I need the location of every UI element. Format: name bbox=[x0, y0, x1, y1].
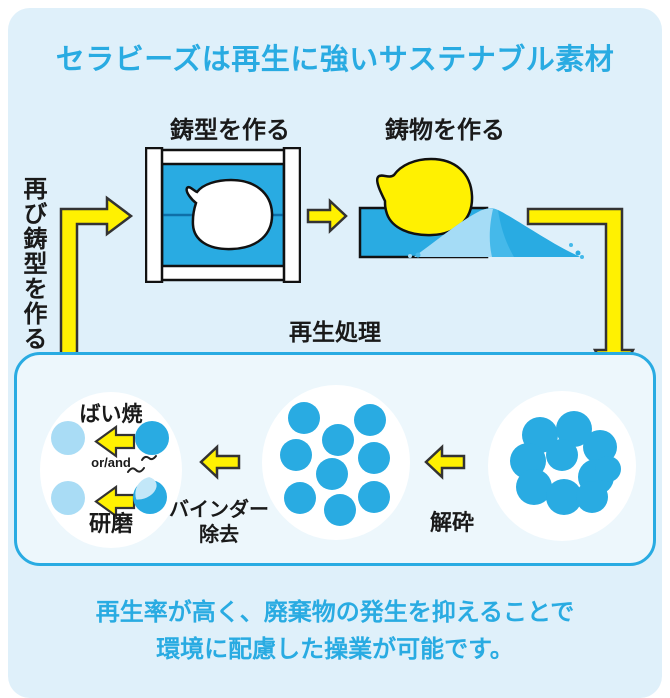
used-bead-icon bbox=[135, 421, 169, 455]
roast-polish-circle bbox=[40, 392, 182, 548]
arrow-left-icon bbox=[424, 444, 466, 480]
sand-pile-icon bbox=[408, 208, 584, 259]
label-roast: ばい焼 bbox=[79, 403, 143, 426]
arrow-left-icon bbox=[199, 444, 241, 480]
label-make-casting: 鋳物を作る bbox=[385, 117, 505, 144]
bead-cluster-icon bbox=[510, 411, 621, 515]
label-polish: 研磨 bbox=[88, 511, 133, 536]
page-title: セラビーズは再生に強いサステナブル素材 bbox=[55, 44, 615, 76]
kettle-cavity-shape bbox=[185, 178, 274, 251]
roasted-bead-icon bbox=[51, 421, 85, 455]
label-recycle-title: 再生処理 bbox=[289, 319, 381, 345]
mold-illustration bbox=[145, 147, 301, 283]
label-binder-removal: バインダー 除去 bbox=[158, 498, 280, 548]
separated-beads-icon bbox=[280, 402, 390, 526]
footer-line1: 再生率が高く、廃棄物の発生を抑えることで bbox=[95, 599, 575, 626]
mini-arrow-left-icon bbox=[94, 424, 136, 459]
label-binder-removal-line2: 除去 bbox=[199, 524, 239, 546]
kettle-casting-shape bbox=[376, 157, 474, 237]
arrow-right-icon bbox=[306, 198, 348, 234]
label-binder-removal-line1: バインダー bbox=[169, 499, 269, 521]
roast-polish-icon bbox=[51, 421, 169, 519]
casting-illustration bbox=[358, 157, 584, 259]
label-make-mold: 鋳型を作る bbox=[170, 117, 290, 144]
footer-line2: 環境に配慮した操業が可能です。 bbox=[156, 636, 514, 663]
label-or-and: or/and bbox=[91, 455, 131, 470]
polished-bead-icon bbox=[51, 481, 85, 515]
label-crush: 解砕 bbox=[429, 510, 474, 535]
mini-arrow-left-icon bbox=[94, 484, 136, 519]
crack-squiggle-icon bbox=[127, 455, 157, 473]
label-remake-mold: 再び鋳型を作る bbox=[19, 176, 46, 351]
